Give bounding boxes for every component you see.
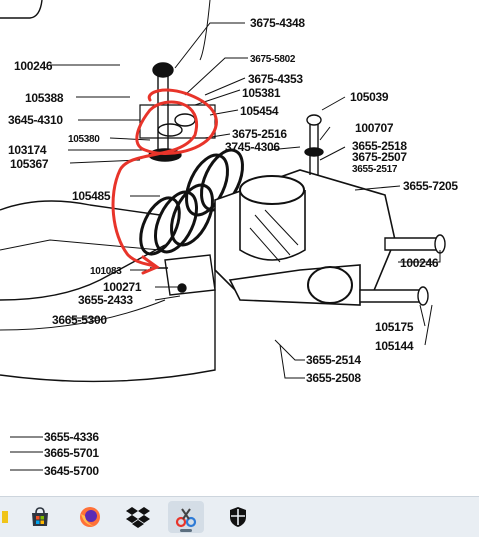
firefox-icon[interactable] [72, 501, 108, 533]
label-105485: 105485 [72, 189, 111, 203]
label-101083: 101083 [90, 266, 122, 277]
label-3655-4336: 3655-4336 [44, 430, 99, 444]
label-105144: 105144 [375, 339, 414, 353]
label-3655-7205: 3655-7205 [403, 179, 458, 193]
label-100271: 100271 [103, 280, 142, 294]
label-105381: 105381 [242, 86, 281, 100]
label-3675-5802: 3675-5802 [250, 54, 296, 65]
taskbar [0, 496, 479, 537]
label-105454: 105454 [240, 104, 279, 118]
parts-diagram: 3675-4348 100246 3675-5802 3675-4353 105… [0, 0, 459, 478]
label-3675-4348: 3675-4348 [250, 16, 305, 30]
label-3675-4353: 3675-4353 [248, 72, 303, 86]
red-annotation-stroke [111, 88, 218, 268]
taskbar-overflow[interactable] [0, 501, 14, 533]
label-3675-2516: 3675-2516 [232, 127, 287, 141]
label-100246-right: 100246 [400, 256, 439, 270]
label-103174: 103174 [8, 143, 47, 157]
label-105380: 105380 [68, 134, 100, 145]
snipping-tool-icon[interactable] [168, 501, 204, 533]
label-3665-5701: 3665-5701 [44, 446, 99, 460]
security-shield-icon[interactable] [220, 501, 256, 533]
label-3655-2518: 3655-2518 [352, 139, 407, 153]
label-3665-5300: 3665-5300 [52, 313, 107, 327]
label-105039: 105039 [350, 90, 389, 104]
label-3655-2517: 3655-2517 [352, 164, 398, 175]
label-3745-4306: 3745-4306 [225, 140, 280, 154]
label-100246-top: 100246 [14, 59, 53, 73]
label-3655-2433: 3655-2433 [78, 293, 133, 307]
label-3655-2514: 3655-2514 [306, 353, 361, 367]
image-viewer: 3675-4348 100246 3675-5802 3675-4353 105… [0, 0, 459, 478]
red-annotation-arrow [141, 255, 161, 275]
dropbox-icon[interactable] [120, 501, 156, 533]
store-icon[interactable] [22, 501, 58, 533]
label-105367: 105367 [10, 157, 49, 171]
label-3675-2507: 3675-2507 [352, 150, 407, 164]
label-105175: 105175 [375, 320, 414, 334]
label-3655-2508: 3655-2508 [306, 371, 361, 385]
label-100707: 100707 [355, 121, 394, 135]
label-3645-5700: 3645-5700 [44, 464, 99, 478]
label-105388: 105388 [25, 91, 64, 105]
label-3645-4310: 3645-4310 [8, 113, 63, 127]
